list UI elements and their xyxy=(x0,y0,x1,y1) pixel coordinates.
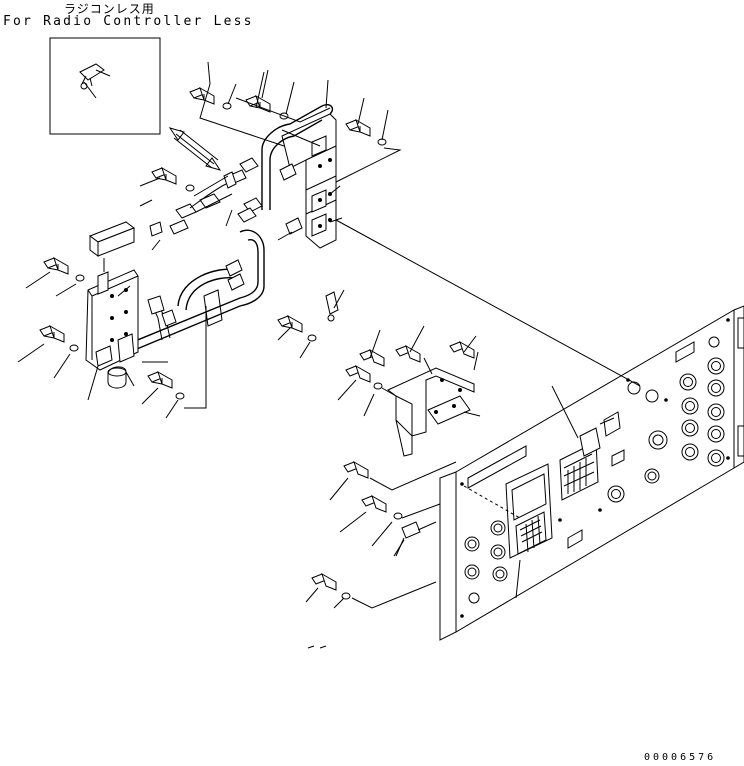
mounting-plate-left xyxy=(85,269,139,389)
bolts-upper xyxy=(39,71,402,400)
title-english: For Radio Controller Less xyxy=(3,14,254,29)
harness-bracket-upper xyxy=(227,104,337,249)
clip xyxy=(325,291,339,322)
callout-leaders xyxy=(17,61,481,649)
drawing-number: 00006576 xyxy=(644,752,717,763)
bracket-middle xyxy=(345,340,479,457)
instrument-panel xyxy=(335,219,744,641)
harness-lower xyxy=(117,229,265,409)
title-japanese: ラジコンレス用 xyxy=(64,2,155,16)
bolts-lower xyxy=(311,460,457,609)
double-arrow xyxy=(168,127,222,171)
switch-cover xyxy=(88,221,136,272)
inset-detail xyxy=(49,37,161,135)
connector-group xyxy=(149,171,237,237)
